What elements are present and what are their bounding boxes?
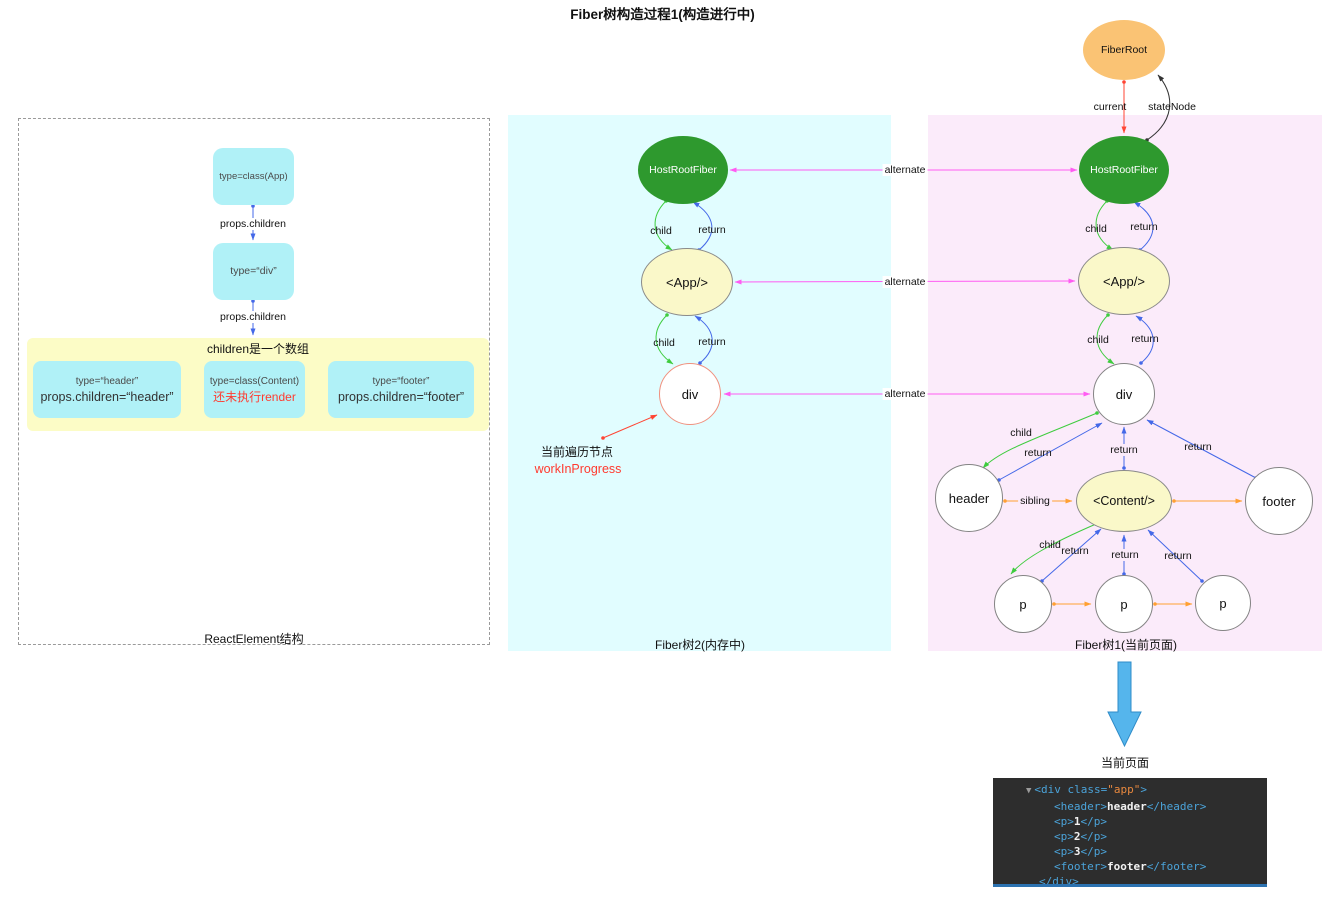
code-text: 3	[1073, 845, 1081, 858]
current-tree-caption: Fiber树1(当前页面)	[1074, 638, 1178, 652]
memory-app-node: <App/>	[641, 248, 733, 316]
type-div-box: type=“div”	[213, 243, 294, 300]
box-label: type=“div”	[230, 265, 277, 277]
devtools-code-block: ▼<div class="app"> <header>header</heade…	[993, 778, 1267, 887]
current-page-label: 当前页面	[1100, 756, 1150, 770]
code-token: </footer>	[1146, 860, 1207, 873]
memory-div-node: div	[659, 363, 721, 425]
traverse-note: 当前遍历节点	[540, 445, 614, 459]
code-text: 2	[1073, 830, 1081, 843]
code-token: </p>	[1080, 815, 1108, 828]
code-token: <header>	[1054, 800, 1107, 813]
current-p3-node: p	[1195, 575, 1251, 631]
not-rendered-note: 还未执行render	[213, 389, 296, 404]
child-label: child	[650, 225, 672, 237]
current-footer-node: footer	[1245, 467, 1313, 535]
react-element-caption: ReactElement结构	[204, 632, 304, 646]
type-class-app-box: type=class(App)	[213, 148, 294, 205]
box-line: type=“header”	[75, 375, 139, 387]
return-label: return	[1109, 549, 1141, 561]
node-label: div	[1115, 386, 1133, 402]
code-line: <p>3</p>	[993, 844, 1267, 859]
child-label: child	[1085, 223, 1107, 235]
box-label: type=class(App)	[219, 171, 288, 182]
expand-triangle-icon: ▼	[1026, 786, 1032, 796]
return-label: return	[1164, 550, 1192, 562]
node-label: <App/>	[1103, 273, 1145, 289]
child-label: child	[1087, 334, 1109, 346]
node-label: HostRootFiber	[1090, 164, 1158, 176]
sibling-label: sibling	[1018, 495, 1052, 507]
box-line: type=“footer”	[372, 375, 430, 387]
code-token: <p>	[1054, 845, 1074, 858]
current-p2-node: p	[1095, 575, 1153, 633]
props-children-label-2: props.children	[218, 311, 288, 323]
child-label: child	[1010, 427, 1032, 439]
code-line: <p>1</p>	[993, 814, 1267, 829]
code-block-bottom-bar	[993, 884, 1267, 887]
current-hostrootfiber-node: HostRootFiber	[1079, 136, 1169, 204]
node-label: FiberRoot	[1100, 44, 1148, 56]
current-p1-node: p	[994, 575, 1052, 633]
code-token: <p>	[1054, 830, 1074, 843]
node-label: header	[948, 490, 990, 506]
memory-hostrootfiber-node: HostRootFiber	[638, 136, 728, 204]
return-label: return	[1108, 444, 1140, 456]
children-array-title: children是一个数组	[206, 342, 310, 356]
current-app-node: <App/>	[1078, 247, 1170, 315]
node-label: <App/>	[666, 274, 708, 290]
return-label: return	[698, 336, 726, 348]
footer-element-box: type=“footer” props.children=“footer”	[328, 361, 474, 418]
memory-tree-caption: Fiber树2(内存中)	[654, 638, 746, 652]
statenode-label: stateNode	[1148, 101, 1196, 113]
node-label: p	[1019, 596, 1027, 612]
current-content-node: <Content/>	[1076, 470, 1172, 532]
code-token: </header>	[1146, 800, 1207, 813]
code-text: 1	[1073, 815, 1081, 828]
return-label: return	[698, 224, 726, 236]
node-label: footer	[1262, 493, 1296, 509]
return-label: return	[1061, 545, 1089, 557]
header-element-box: type=“header” props.children=“header”	[33, 361, 181, 418]
current-label: current	[1093, 101, 1127, 113]
return-label: return	[1184, 441, 1212, 453]
alternate-label: alternate	[882, 164, 928, 176]
code-attr-value: "app"	[1107, 783, 1141, 796]
down-arrow-icon	[1107, 661, 1142, 748]
node-label: div	[681, 386, 699, 402]
props-children-label-1: props.children	[218, 218, 288, 230]
node-label: <Content/>	[1093, 494, 1155, 508]
fiberroot-node: FiberRoot	[1083, 20, 1165, 80]
code-line: ▼<div class="app">	[993, 782, 1267, 799]
node-label: HostRootFiber	[649, 164, 717, 176]
box-line: props.children=“header”	[40, 389, 174, 404]
return-label: return	[1130, 221, 1158, 233]
code-token: </p>	[1080, 830, 1108, 843]
return-label: return	[1131, 333, 1159, 345]
code-text: footer	[1106, 860, 1147, 873]
code-token: <p>	[1054, 815, 1074, 828]
code-line: <header>header</header>	[993, 799, 1267, 814]
code-token: <footer>	[1054, 860, 1107, 873]
current-div-node: div	[1093, 363, 1155, 425]
code-token: >	[1140, 783, 1148, 796]
box-line: type=class(Content)	[209, 375, 300, 387]
alternate-label: alternate	[882, 276, 928, 288]
content-element-box: type=class(Content) 还未执行render	[204, 361, 305, 418]
alternate-label: alternate	[882, 388, 928, 400]
code-line: <footer>footer</footer>	[993, 859, 1267, 874]
current-header-node: header	[935, 464, 1003, 532]
child-label: child	[653, 337, 675, 349]
box-line: props.children=“footer”	[337, 389, 465, 404]
code-text: header	[1106, 800, 1147, 813]
node-label: p	[1219, 595, 1227, 611]
return-label: return	[1024, 447, 1052, 459]
workinprogress-label: workInProgress	[534, 462, 622, 476]
code-token: <div class=	[1034, 783, 1108, 796]
node-label: p	[1120, 596, 1128, 612]
diagram-title: Fiber树构造过程1(构造进行中)	[570, 7, 755, 22]
child-label: child	[1039, 539, 1061, 551]
code-line: <p>2</p>	[993, 829, 1267, 844]
code-token: </p>	[1080, 845, 1108, 858]
